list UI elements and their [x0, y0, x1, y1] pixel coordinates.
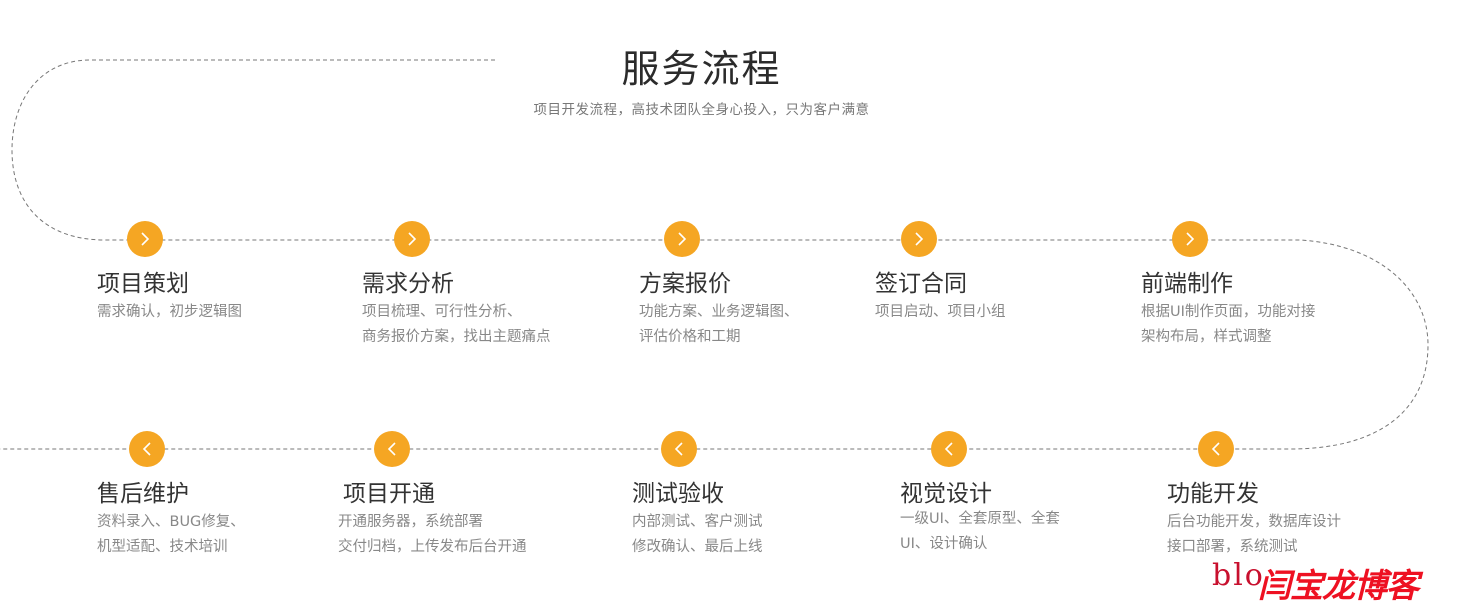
step-desc: 修改确认、最后上线: [632, 539, 763, 555]
step-desc: 后台功能开发，数据库设计: [1167, 514, 1341, 530]
chevron-left-icon: [944, 442, 953, 456]
step-node-3: [664, 221, 700, 257]
step-desc: 接口部署，系统测试: [1167, 539, 1298, 555]
step-title: 测试验收: [632, 481, 724, 507]
step-desc: 商务报价方案，找出主题痛点: [362, 329, 551, 345]
chevron-right-icon: [1186, 232, 1195, 246]
step-after-sales: 售后维护 资料录入、BUG修复、 机型适配、技术培训: [97, 479, 245, 560]
step-quotation: 方案报价 功能方案、业务逻辑图、 评估价格和工期: [639, 269, 799, 350]
step-desc: 项目启动、项目小组: [875, 304, 1006, 320]
step-desc: 评估价格和工期: [639, 329, 741, 345]
step-node-2: [394, 221, 430, 257]
step-visual-design: 视觉设计 一级UI、全套原型、全套 UI、设计确认: [900, 479, 1060, 557]
step-node-7: [931, 431, 967, 467]
chevron-left-icon: [387, 442, 396, 456]
step-node-9: [374, 431, 410, 467]
chevron-right-icon: [408, 232, 417, 246]
step-frontend: 前端制作 根据UI制作页面，功能对接 架构布局，样式调整: [1141, 269, 1315, 350]
step-desc: 架构布局，样式调整: [1141, 329, 1272, 345]
step-desc: 交付归档，上传发布后台开通: [338, 539, 527, 555]
step-desc: 内部测试、客户测试: [632, 514, 763, 530]
page-title: 服务流程: [621, 47, 782, 91]
step-desc: 根据UI制作页面，功能对接: [1141, 304, 1316, 320]
chevron-left-icon: [142, 442, 151, 456]
step-requirement-analysis: 需求分析 项目梳理、可行性分析、 商务报价方案，找出主题痛点: [362, 269, 551, 350]
page-subtitle: 项目开发流程，高技术团队全身心投入，只为客户满意: [533, 102, 870, 118]
step-title: 功能开发: [1167, 481, 1259, 507]
step-sign-contract: 签订合同 项目启动、项目小组: [875, 269, 1006, 325]
step-feature-development: 功能开发 后台功能开发，数据库设计 接口部署，系统测试: [1167, 479, 1341, 560]
step-node-5: [1172, 221, 1208, 257]
step-testing-acceptance: 测试验收 内部测试、客户测试 修改确认、最后上线: [632, 479, 763, 560]
step-desc: UI、设计确认: [900, 536, 988, 552]
step-desc: 项目梳理、可行性分析、: [362, 304, 522, 320]
step-desc: 功能方案、业务逻辑图、: [639, 304, 799, 320]
step-desc: 需求确认，初步逻辑图: [97, 304, 242, 320]
step-desc: 开通服务器，系统部署: [338, 514, 483, 530]
chevron-left-icon: [674, 442, 683, 456]
step-title: 项目开通: [343, 481, 435, 507]
step-title: 项目策划: [97, 271, 189, 297]
step-node-4: [901, 221, 937, 257]
step-title: 需求分析: [362, 271, 454, 297]
step-project-planning: 项目策划 需求确认，初步逻辑图: [97, 269, 242, 325]
step-node-10: [129, 431, 165, 467]
step-desc: 一级UI、全套原型、全套: [900, 511, 1060, 527]
step-title: 售后维护: [97, 481, 189, 507]
step-node-6: [1198, 431, 1234, 467]
step-desc: 资料录入、BUG修复、: [97, 514, 245, 530]
step-node-8: [661, 431, 697, 467]
section-header: 服务流程 项目开发流程，高技术团队全身心投入，只为客户满意: [0, 44, 1403, 118]
step-title: 签订合同: [875, 271, 967, 297]
step-project-launch: 项目开通 开通服务器，系统部署 交付归档，上传发布后台开通: [338, 479, 527, 560]
step-node-1: [127, 221, 163, 257]
step-title: 视觉设计: [900, 481, 992, 507]
step-desc: 机型适配、技术培训: [97, 539, 228, 555]
chevron-left-icon: [1211, 442, 1220, 456]
step-title: 前端制作: [1141, 271, 1233, 297]
watermark-chinese: 闫宝龙博客: [1258, 566, 1419, 605]
chevron-right-icon: [678, 232, 687, 246]
chevron-right-icon: [141, 232, 150, 246]
step-title: 方案报价: [639, 271, 731, 297]
watermark-latin: blo: [1212, 558, 1265, 593]
chevron-right-icon: [915, 232, 924, 246]
